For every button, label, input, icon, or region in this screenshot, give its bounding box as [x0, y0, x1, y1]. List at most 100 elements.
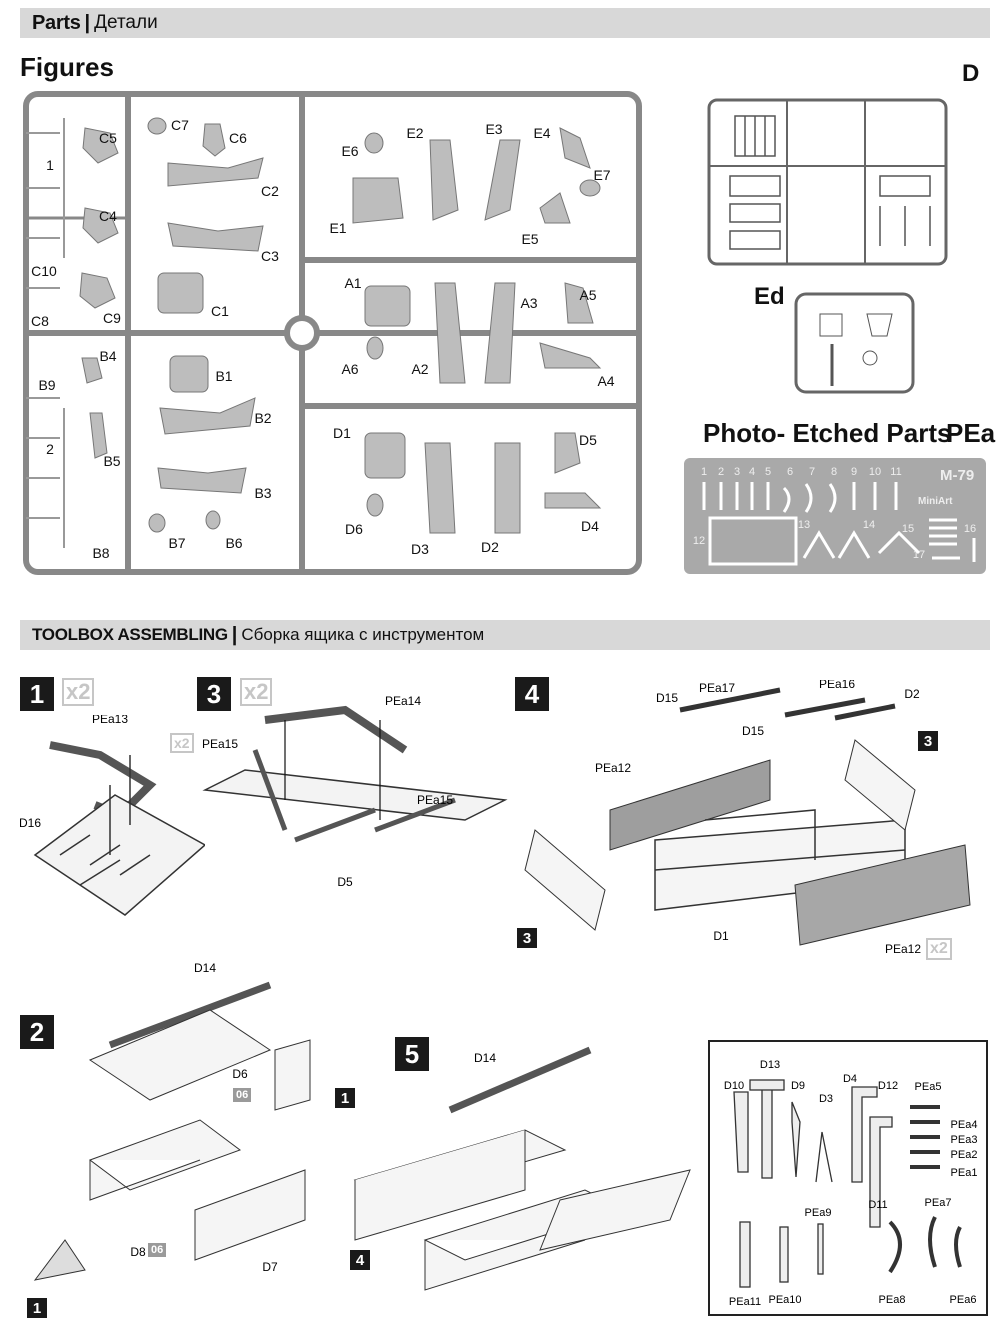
pe-fret: 1 2 3 4 5 6 7 8 9 10 11 12 13 14 15 16 1… — [684, 458, 986, 574]
part-label: A1 — [344, 275, 361, 291]
toolbox-header-bar: TOOLBOX ASSEMBLING | Сборка ящика с инст… — [20, 620, 990, 650]
step-label: PEa17 — [699, 681, 735, 695]
frame-number: 2 — [46, 441, 54, 457]
pe-number: 12 — [693, 535, 705, 547]
step-label: D8 — [130, 1245, 146, 1259]
tool-label: PEa2 — [951, 1149, 978, 1161]
parts-title-ru: Детали — [94, 12, 158, 33]
part-label: C10 — [31, 263, 57, 279]
tool-label: D9 — [791, 1080, 805, 1092]
step-3-multiplier: x2 — [240, 678, 273, 706]
step-3-small-multiplier: x2 — [170, 733, 194, 753]
step-label: PEa15 — [417, 793, 453, 807]
tool-label: D13 — [760, 1059, 780, 1071]
toolbox-title-ru: Сборка ящика с инструментом — [241, 625, 485, 644]
step-5-ref-box: 4 — [350, 1250, 370, 1270]
tool-label: D3 — [819, 1093, 833, 1105]
step-1-diagram: PEa13 D16 — [20, 715, 205, 916]
part-label: E4 — [533, 125, 550, 141]
step-4-diagram: D15 PEa17 PEa16 D2 D15 PEa12 D1 PEa12 — [524, 680, 971, 956]
part-label: A6 — [341, 361, 358, 377]
pe-model: M-79 — [940, 467, 974, 484]
pe-number: 4 — [749, 466, 755, 478]
pe-brand: MiniArt — [918, 496, 953, 507]
tool-label: PEa8 — [879, 1294, 906, 1306]
part-label: C8 — [31, 313, 49, 329]
figure-sprue-labels: 1 2 C5 C7 C6 C2 C4 C3 C10 C9 C8 C1 B4 B9… — [31, 117, 615, 561]
pe-number: 7 — [809, 466, 815, 478]
part-label: A4 — [597, 373, 614, 389]
pe-number: 15 — [902, 523, 914, 535]
step-4-multiplier: x2 — [926, 938, 952, 960]
step-label: PEa12 — [885, 942, 921, 956]
part-label: A5 — [579, 287, 596, 303]
sprue-ed-label: Ed — [754, 283, 785, 310]
step-3-number: 3 — [197, 677, 231, 711]
tool-label: PEa6 — [950, 1294, 977, 1306]
step-2-tag: 06 — [233, 1088, 252, 1102]
pe-number: 16 — [964, 523, 976, 535]
header-separator: | — [84, 11, 91, 34]
tool-label: PEa7 — [925, 1197, 952, 1209]
step-2-ref-box: 1 — [335, 1088, 355, 1108]
figures-heading: Figures — [20, 52, 114, 82]
step-label: D7 — [262, 1260, 278, 1274]
tool-label: D4 — [843, 1073, 857, 1085]
part-label: B4 — [99, 348, 116, 364]
part-label: C5 — [99, 130, 117, 146]
tool-label: PEa3 — [951, 1134, 978, 1146]
parts-title-en: Parts — [32, 11, 81, 34]
step-5-number: 5 — [395, 1037, 429, 1071]
part-label: C3 — [261, 248, 279, 264]
part-label: B5 — [103, 453, 120, 469]
tool-label: PEa11 — [729, 1296, 761, 1308]
part-label: D6 — [345, 521, 363, 537]
toolbox-title-en: TOOLBOX ASSEMBLING — [32, 625, 228, 644]
tool-label: PEa1 — [951, 1167, 978, 1179]
tool-label: PEa4 — [951, 1119, 978, 1131]
part-label: E5 — [521, 231, 538, 247]
part-label: C2 — [261, 183, 279, 199]
figures-sprue-diagram: 1 2 C5 C7 C6 C2 C4 C3 C10 C9 C8 C1 B4 B9… — [23, 91, 642, 575]
sprue-ed-diagram — [794, 292, 915, 394]
part-label: D2 — [481, 539, 499, 555]
part-label: E3 — [485, 121, 502, 137]
sprue-d-label: D — [962, 60, 980, 87]
pe-number: 1 — [701, 466, 707, 478]
parts-header-bar: Parts | Детали — [20, 8, 990, 38]
tool-label: PEa10 — [768, 1294, 801, 1306]
step-label: PEa12 — [595, 761, 631, 775]
step-label: D14 — [474, 1051, 496, 1065]
tools-panel: D13 D10 D9 D4 D12 PEa5 D3 PEa4 PEa3 PEa2… — [708, 1040, 988, 1316]
part-label: C9 — [103, 310, 121, 326]
pe-number: 3 — [734, 466, 740, 478]
pe-number: 10 — [869, 466, 881, 478]
step-label: PEa14 — [385, 694, 421, 708]
step-label: D15 — [656, 691, 678, 705]
part-label: C6 — [229, 130, 247, 146]
step-label: PEa13 — [92, 715, 128, 726]
sprue-d-diagram — [707, 98, 948, 266]
part-label: C1 — [211, 303, 229, 319]
step-1-number: 1 — [20, 677, 54, 711]
tool-label: D12 — [878, 1080, 898, 1092]
part-label: E7 — [593, 167, 610, 183]
pe-number: 5 — [765, 466, 771, 478]
tool-label: D11 — [868, 1199, 887, 1211]
pe-number: 8 — [831, 466, 837, 478]
step-label: PEa16 — [819, 680, 855, 691]
part-label: B2 — [254, 410, 271, 426]
part-label: B8 — [92, 545, 109, 561]
header-separator: | — [231, 623, 238, 646]
step-3-diagram: PEa14 PEa15 PEa15 D5 — [202, 694, 508, 889]
part-label: B9 — [38, 377, 55, 393]
step-label: D2 — [904, 687, 920, 701]
part-label: A2 — [411, 361, 428, 377]
step-4-ref-box: 3 — [918, 731, 938, 751]
part-label: D4 — [581, 518, 599, 534]
part-label: B3 — [254, 485, 271, 501]
part-label: E1 — [329, 220, 346, 236]
step-2-tag-lower: 06 — [148, 1243, 167, 1257]
step-2-number: 2 — [20, 1015, 54, 1049]
pe-number: 14 — [863, 519, 875, 531]
